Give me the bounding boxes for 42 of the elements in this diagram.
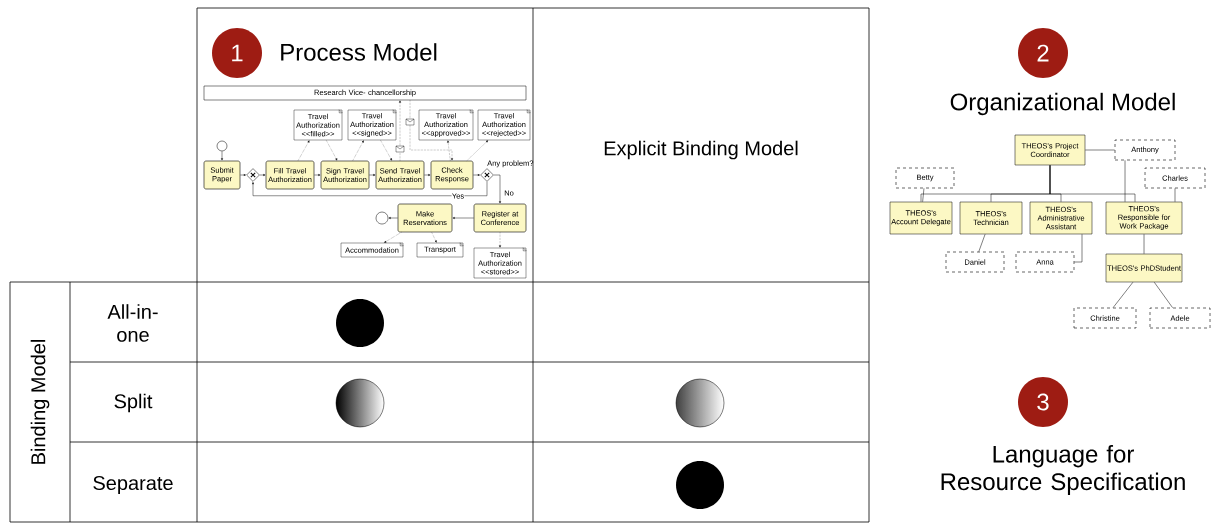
connector: [1124, 160, 1126, 202]
table-label: Separate: [93, 475, 173, 495]
table-label: Binding Model: [30, 340, 50, 464]
number-badge: 3: [1018, 377, 1068, 427]
connector: [922, 188, 925, 202]
number-badge: 1: [212, 28, 262, 78]
table-label: Split: [114, 393, 153, 413]
connector: [1074, 234, 1083, 263]
connector: [1085, 149, 1115, 151]
connector: [221, 151, 223, 161]
heading: Process Model: [281, 43, 437, 61]
gateway-diamond: [480, 168, 494, 182]
gateway-diamond: [246, 168, 260, 182]
connector: [1049, 165, 1136, 202]
connector: [493, 174, 501, 204]
connector: [369, 174, 376, 176]
connector: [384, 232, 402, 243]
connector: [1154, 282, 1173, 308]
connector: [473, 174, 480, 176]
connector: [252, 181, 488, 196]
connector: [447, 140, 451, 161]
connector: [314, 174, 321, 176]
table-label: All-in-one: [107, 304, 158, 342]
connector: [409, 100, 453, 161]
connector: [240, 174, 246, 176]
connector: [380, 139, 392, 161]
number-badge: 2: [1018, 28, 1068, 78]
table-label: Explicit Binding Model: [604, 140, 798, 160]
connector: [978, 234, 986, 252]
heading: Language for Resource Specification: [941, 445, 1185, 495]
connector: [424, 174, 431, 176]
connector: [326, 139, 338, 161]
heading: Organizational Model: [950, 92, 1175, 116]
connector: [1112, 282, 1134, 308]
connector: [388, 217, 398, 219]
connector: [352, 140, 364, 161]
connector: [297, 140, 310, 161]
connector: [259, 174, 266, 176]
connector: [1143, 234, 1145, 254]
connector: [1174, 188, 1176, 202]
connector: [431, 232, 437, 243]
connector: [452, 217, 474, 219]
